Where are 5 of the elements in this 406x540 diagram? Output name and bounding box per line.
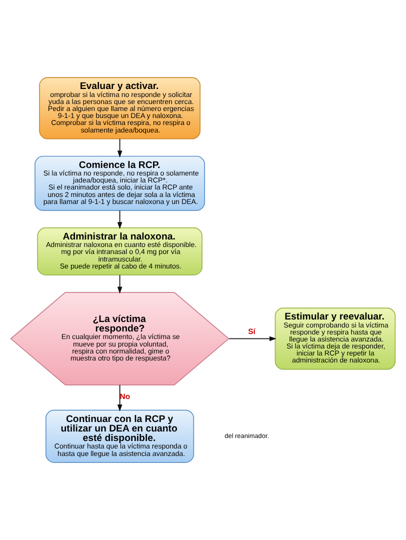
- arrow: [117, 138, 122, 158]
- arrow: [117, 384, 122, 412]
- arrow: [228, 336, 276, 342]
- arrow: [117, 274, 122, 294]
- arrow: [117, 210, 122, 230]
